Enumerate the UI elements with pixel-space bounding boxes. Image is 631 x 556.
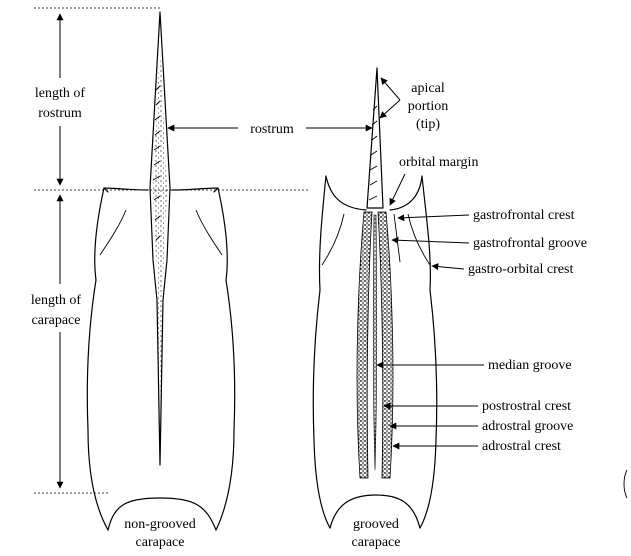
orbital-margin-label: orbital margin — [399, 155, 478, 170]
apical-arrow-lower — [380, 100, 400, 118]
right-adrostral-groove-l — [357, 212, 372, 478]
right-gastrofrontal-crest-line — [394, 214, 400, 262]
right-caption-1: grooved — [353, 517, 399, 532]
apical-label-1: apical — [411, 81, 445, 96]
gastrofrontal-groove-label: gastrofrontal groove — [473, 236, 587, 251]
carapace-length-label-2: carapace — [32, 313, 81, 328]
carapace-length-label-1: length of — [31, 293, 81, 308]
edge-mark — [624, 470, 627, 498]
right-caption-2: carapace — [352, 535, 401, 550]
left-caption-1: non-grooved — [124, 517, 196, 532]
rostrum-length-label-1: length of — [35, 86, 85, 101]
gastro-orbital-crest-arrow — [432, 266, 464, 269]
grooved-carapace — [313, 68, 437, 528]
gastro-orbital-crest-label: gastro-orbital crest — [468, 262, 573, 277]
apical-callout: apical portion (tip) — [380, 78, 448, 132]
rostrum-callout: rostrum — [168, 122, 372, 137]
right-inner-line-l — [322, 214, 344, 265]
rostrum-label: rostrum — [250, 122, 294, 137]
adrostral-crest-label: adrostral crest — [482, 439, 561, 454]
postrostral-crest-label: postrostral crest — [482, 399, 571, 414]
gastrofrontal-crest-label: gastrofrontal crest — [473, 208, 575, 223]
adrostral-groove-label: adrostral groove — [482, 419, 573, 434]
left-caption-2: carapace — [136, 535, 185, 550]
orbital-margin-callout: orbital margin — [390, 155, 478, 205]
apical-label-2: portion — [408, 99, 448, 114]
apical-arrow-upper — [381, 78, 400, 100]
left-inner-line-l — [100, 210, 126, 255]
left-inner-line-r — [196, 210, 222, 255]
rostrum-length-label-2: rostrum — [38, 106, 82, 121]
gastrofrontal-groove-arrow — [392, 240, 469, 243]
apical-label-3: (tip) — [416, 117, 440, 132]
median-groove-label: median groove — [488, 358, 572, 373]
right-adrostral-groove-r — [378, 212, 393, 478]
orbital-margin-arrow — [390, 174, 405, 205]
captions: non-grooved carapace grooved carapace — [124, 517, 400, 550]
right-median-groove — [373, 215, 376, 470]
right-callouts: gastrofrontal crest gastrofrontal groove… — [377, 208, 587, 454]
